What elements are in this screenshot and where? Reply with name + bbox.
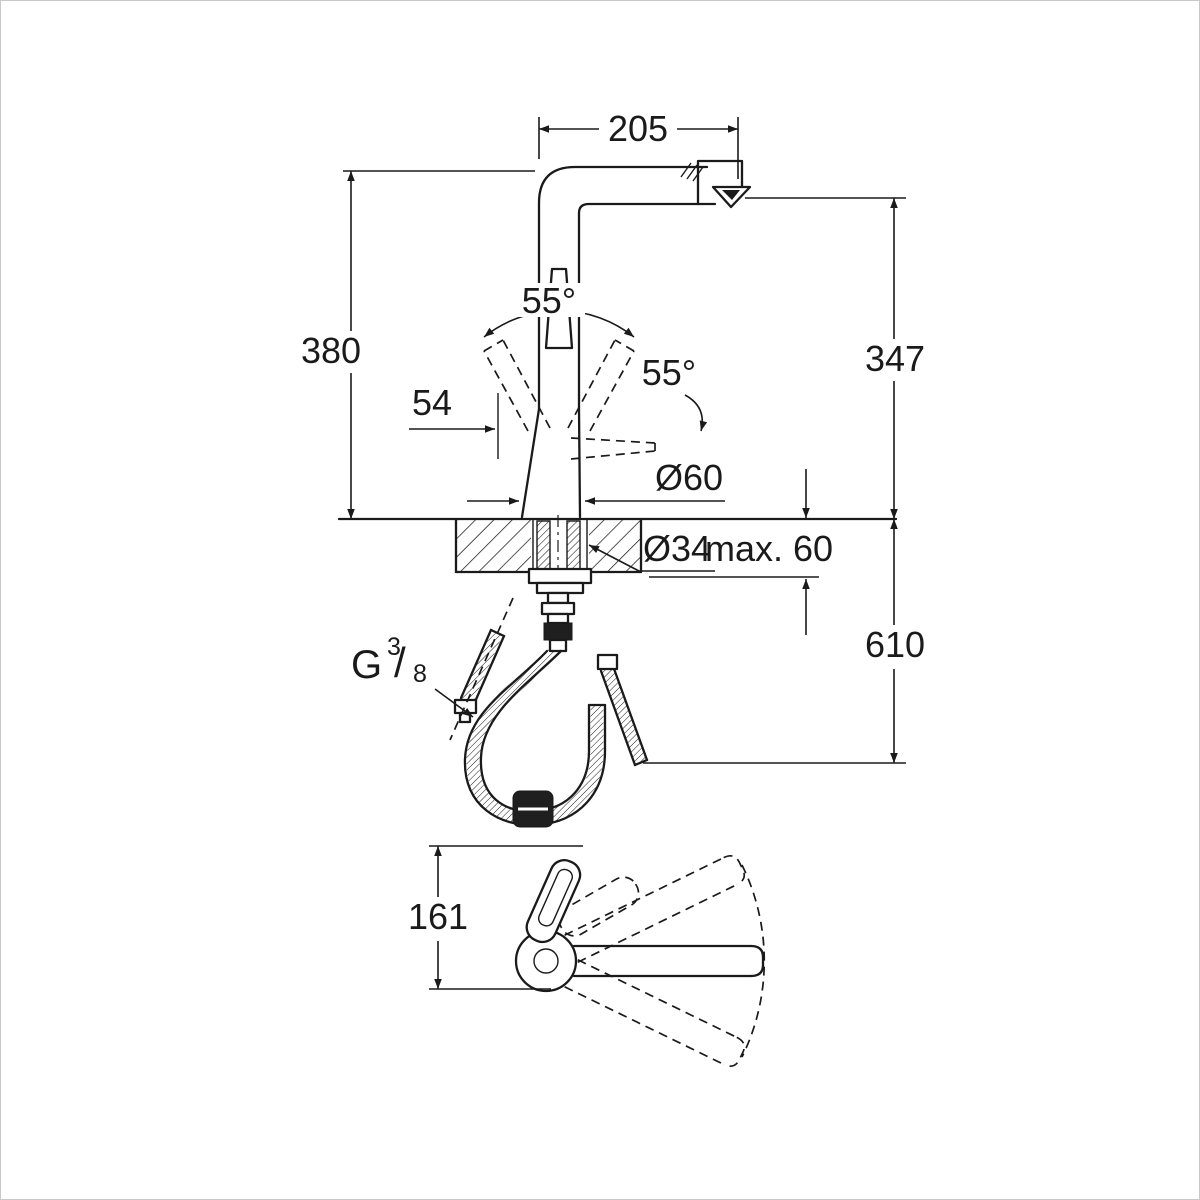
thread-g-label: G — [351, 643, 382, 687]
angle-swivel-side-label: 55° — [642, 352, 696, 393]
supply-hose-right-edge2 — [611, 664, 649, 762]
supply-hose-right-edge1 — [599, 669, 637, 767]
supply-hose-right-braid — [601, 666, 647, 766]
hose-axis-dashed — [449, 597, 514, 741]
dim-hole-dia-label: Ø34 — [643, 528, 711, 569]
dim-plan-height-label: 161 — [408, 896, 468, 937]
pullout-hose-outer-edge — [463, 649, 607, 827]
pullout-hose-braid — [466, 646, 604, 825]
hose-coupling-dark — [543, 622, 573, 641]
connector-small — [546, 612, 570, 625]
handle-tilt-right-dashed — [567, 339, 635, 432]
thread-slash: / — [394, 639, 406, 686]
hoses — [449, 597, 649, 828]
aerator-mark — [722, 190, 740, 200]
dim-outlet-height-label: 347 — [865, 338, 925, 379]
spout-rotated-up-dashed — [564, 854, 746, 963]
under-counter-assembly — [527, 515, 593, 653]
supply-hose-left-edge2 — [472, 634, 506, 706]
dim-offset-54: 54 — [409, 382, 499, 459]
supply-hose-right-fitting — [596, 653, 619, 671]
countertop-section — [337, 517, 898, 574]
spout-outer-contour — [520, 165, 709, 519]
handle-tilt-left-dashed — [483, 339, 551, 432]
supply-hose-right-cap — [633, 758, 649, 767]
dim-below-deck-label: 610 — [865, 624, 925, 665]
dim-reach-label: 205 — [608, 108, 668, 149]
thread-callout-g38: G 3 / 8 — [351, 633, 474, 718]
dim-reach-205: 205 — [538, 108, 739, 179]
angle-swivel-side-55: 55° — [642, 352, 708, 432]
mounting-washer — [535, 581, 585, 595]
dim-offset-label: 54 — [412, 382, 452, 423]
spout-swing-arc-dashed — [741, 864, 766, 1058]
dim-base-dia-label: Ø60 — [655, 457, 723, 498]
dim-deck-max-60: max. 60 — [649, 469, 837, 635]
dim-plan-height-161: 161 — [402, 845, 583, 990]
angle-swivel-top-55: 55° — [483, 280, 635, 338]
spout-rotated-down-dashed — [564, 959, 746, 1068]
counter-hatch-left — [457, 520, 531, 571]
dim-deck-max-label: max. 60 — [705, 528, 833, 569]
plan-handle — [525, 859, 582, 944]
dim-height-label: 380 — [301, 330, 361, 371]
supply-hose-left-edge1 — [459, 628, 493, 700]
spray-head-outline — [696, 159, 744, 206]
spout-inner-contour — [577, 202, 700, 519]
dim-height-380: 380 — [295, 170, 535, 519]
mounting-nut — [527, 567, 593, 585]
grip-ridges — [680, 162, 704, 182]
plan-spout — [572, 944, 765, 978]
dim-below-deck-610: 610 — [643, 519, 933, 764]
counter-hatch-right — [589, 520, 640, 571]
plan-body-inner-circle — [533, 948, 559, 974]
connector-neck — [546, 591, 570, 605]
plan-view — [514, 854, 766, 1068]
plan-handle-rotated-dashed — [558, 876, 640, 937]
dim-outlet-height-347: 347 — [745, 197, 933, 519]
thread-denominator: 8 — [413, 660, 427, 688]
dim-hole-dia-34: Ø34 — [588, 528, 715, 572]
pullout-hose-inner-edge — [479, 649, 591, 813]
thread-numerator: 3 — [387, 633, 401, 661]
dim-base-dia-60: Ø60 — [467, 457, 725, 505]
hose-outlet — [548, 638, 568, 653]
angle-swivel-top-label: 55° — [522, 280, 576, 321]
connector-band — [540, 601, 576, 616]
handle-tilt-front-dashed — [570, 437, 656, 460]
